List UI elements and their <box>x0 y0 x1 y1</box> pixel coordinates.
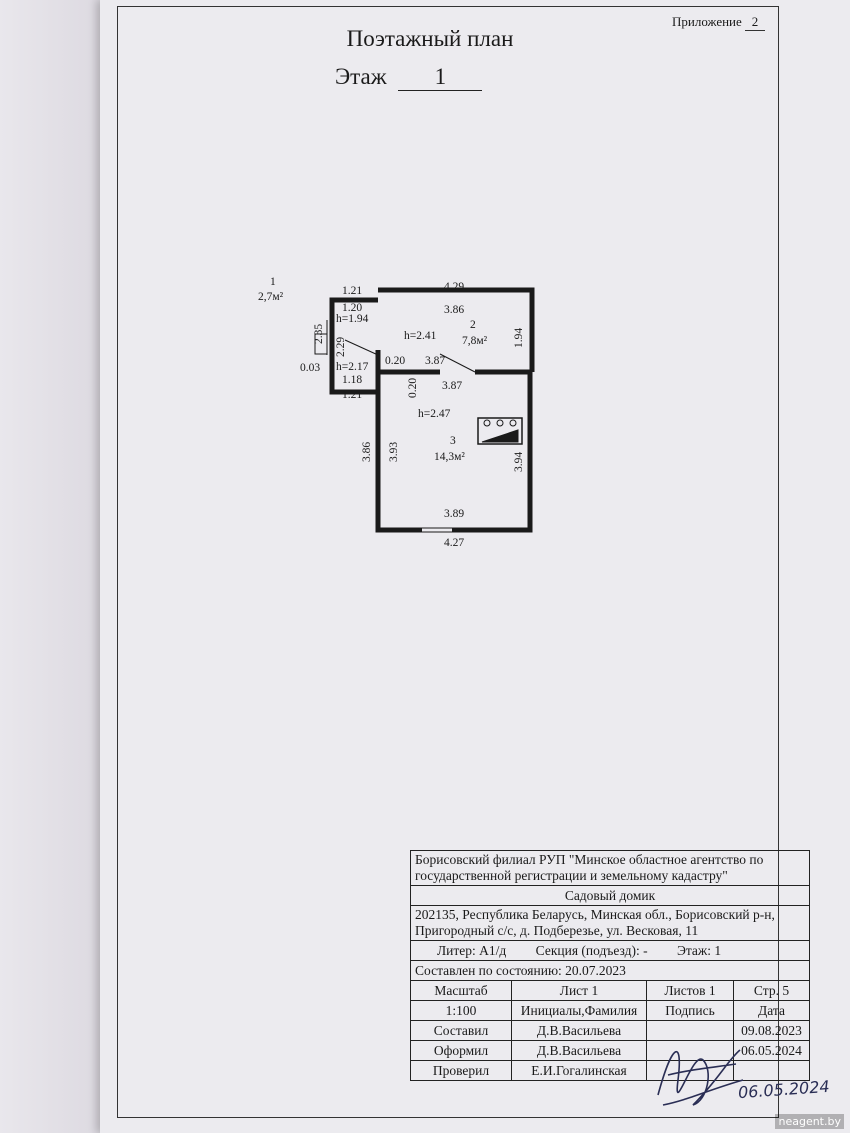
room-1-number: 1 <box>270 276 276 288</box>
floor-number: 1 <box>398 64 483 91</box>
room-3-walls <box>375 372 533 533</box>
dim-118: 1.18 <box>342 374 362 386</box>
appendix-label: Приложение 2 <box>672 14 766 31</box>
scale-value: 1:100 <box>410 1000 512 1021</box>
handwritten-signature <box>657 1049 744 1106</box>
address-cell: 202135, Республика Беларусь, Минская обл… <box>410 905 810 941</box>
title-block: Борисовский филиал РУП "Минское областно… <box>410 850 810 1081</box>
sign-date <box>733 1060 810 1081</box>
dim-229: 2.29 <box>335 337 347 357</box>
dim-121-bottom: 1.21 <box>342 389 362 401</box>
dim-387-a: 3.87 <box>425 355 445 367</box>
drawing-frame <box>117 6 779 1118</box>
organization-line-1: Борисовский филиал РУП "Минское областно… <box>415 852 764 867</box>
signature-header: Подпись <box>646 1000 734 1021</box>
room-3-height: h=2.47 <box>418 408 451 420</box>
room-1-area: 2,7м² <box>258 291 284 303</box>
room-3-number: 3 <box>450 435 456 447</box>
person-name: Е.И.Гогалинская <box>511 1060 647 1081</box>
dim-389: 3.89 <box>444 508 464 520</box>
dim-020-v: 0.20 <box>407 378 419 398</box>
room-2-area: 7,8м² <box>462 335 488 347</box>
title-block-table: Борисовский филиал РУП "Минское областно… <box>410 850 810 1081</box>
liter-row: Литер: А1/д Секция (подъезд): - Этаж: 1 <box>410 940 810 961</box>
watermark: neagent.by <box>775 1114 844 1129</box>
dim-194: 1.94 <box>513 328 525 348</box>
stove-icon <box>477 417 523 445</box>
floor-heading: Этаж 1 <box>335 64 483 91</box>
room-1-walls <box>329 297 381 395</box>
role: Проверил <box>410 1060 512 1081</box>
address-line-2: Пригородный с/с, д. Подберезье, ул. Веск… <box>415 923 699 938</box>
state-date: Составлен по состоянию: 20.07.2023 <box>410 960 810 981</box>
dim-120: 1.20 <box>342 302 362 314</box>
role: Оформил <box>410 1040 512 1061</box>
dim-121-top: 1.21 <box>342 285 362 297</box>
date-header: Дата <box>733 1000 810 1021</box>
room-1-height: h=1.94 <box>336 313 369 325</box>
address-line-1: 202135, Республика Беларусь, Минская обл… <box>415 907 775 922</box>
sheets-label: Листов 1 <box>646 980 734 1001</box>
dim-235: 2.35 <box>313 324 325 344</box>
floor-label: Этаж <box>335 64 387 89</box>
dim-429: 4.29 <box>444 281 464 293</box>
page-label: Стр. 5 <box>733 980 810 1001</box>
dim-393: 3.93 <box>388 442 400 462</box>
page-title: Поэтажный план <box>346 26 514 51</box>
dim-020-h: 0.20 <box>385 355 405 367</box>
table-row: Проверил Е.И.Гогалинская <box>410 1060 810 1081</box>
door-swing-room2 <box>439 353 476 373</box>
initials-header: Инициалы,Фамилия <box>511 1000 647 1021</box>
person-name: Д.В.Васильева <box>511 1020 647 1041</box>
person-name: Д.В.Васильева <box>511 1040 647 1061</box>
room-3-area: 14,3м² <box>434 451 465 463</box>
appendix-number: 2 <box>745 14 766 31</box>
appendix-text: Приложение <box>672 14 742 29</box>
scale-label: Масштаб <box>410 980 512 1001</box>
dim-386-top: 3.86 <box>444 304 464 316</box>
organization-cell: Борисовский филиал РУП "Минское областно… <box>410 850 810 886</box>
table-row: Составил Д.В.Васильева 09.08.2023 <box>410 1020 810 1041</box>
plan-walls <box>329 287 535 533</box>
dim-387-b: 3.87 <box>442 380 462 392</box>
plan-windows <box>314 287 531 533</box>
organization-line-2: государственной регистрации и земельному… <box>415 868 728 883</box>
section: Секция (подъезд): - <box>535 942 648 958</box>
dim-427: 4.27 <box>444 537 464 549</box>
room-2-number: 2 <box>470 319 476 331</box>
object-name: Садовый домик <box>410 885 810 906</box>
room-2-height: h=2.41 <box>404 330 437 342</box>
liter: Литер: А1/д <box>437 942 507 958</box>
table-row: Оформил Д.В.Васильева 06.05.2024 <box>410 1040 810 1061</box>
dim-386-left: 3.86 <box>361 442 373 462</box>
dim-003: 0.03 <box>300 362 320 374</box>
role: Составил <box>410 1020 512 1041</box>
floor-info: Этаж: 1 <box>676 942 722 958</box>
sheet-label: Лист 1 <box>511 980 647 1001</box>
dim-394: 3.94 <box>513 452 525 472</box>
window-room1-frame <box>314 333 328 355</box>
room-1b-height: h=2.17 <box>336 361 369 373</box>
door-swing-room1 <box>344 339 379 356</box>
sign-date: 09.08.2023 <box>733 1020 810 1041</box>
